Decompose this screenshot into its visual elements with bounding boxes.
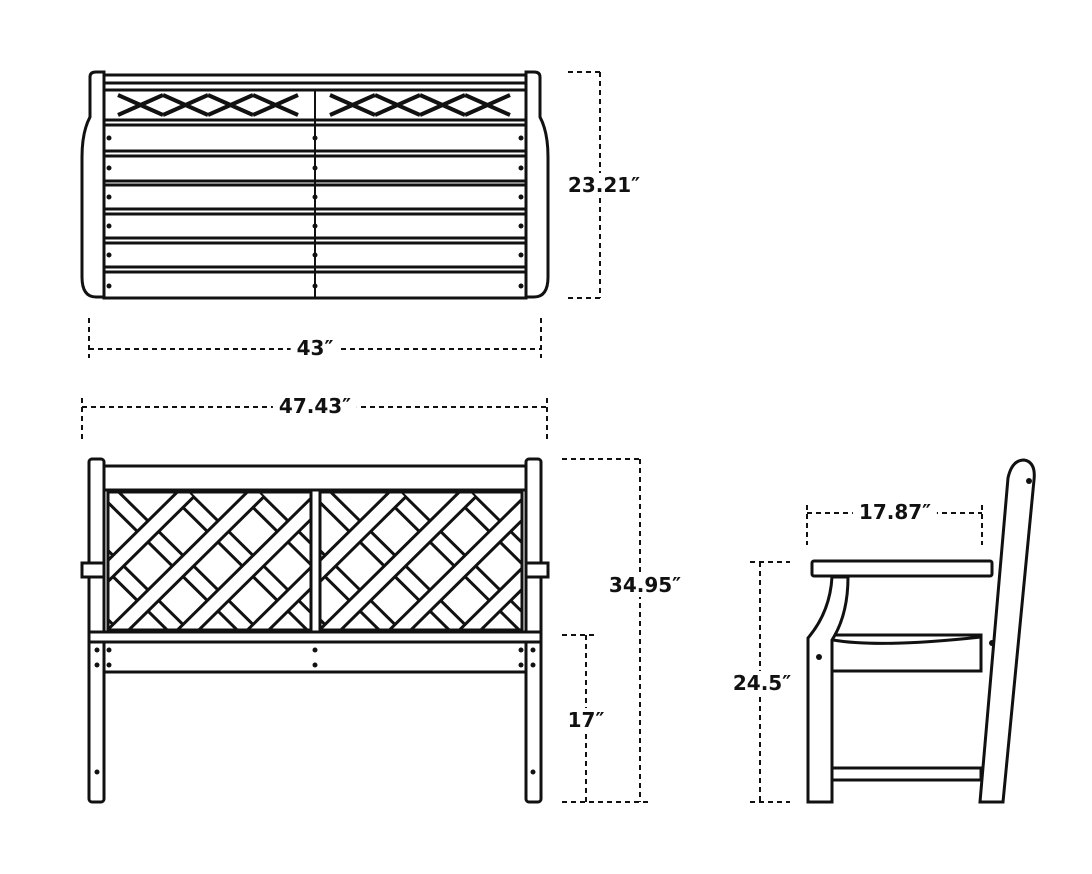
side-view [806,458,1036,804]
front-height-label: 34.95″ [602,573,688,597]
top-left-arm [80,70,106,299]
top-right-arm [524,70,550,299]
front-view [80,457,550,804]
top-view [80,70,550,300]
front-overall-width-label: 47.43″ [272,394,358,418]
front-seat-height-label: 17″ [561,708,611,732]
top-width-label: 43″ [290,336,340,360]
side-arm-height-label: 24.5″ [726,671,798,695]
top-rail [102,73,528,85]
top-depth-label: 23.21″ [561,173,647,197]
side-arm-depth-label: 17.87″ [852,500,938,524]
